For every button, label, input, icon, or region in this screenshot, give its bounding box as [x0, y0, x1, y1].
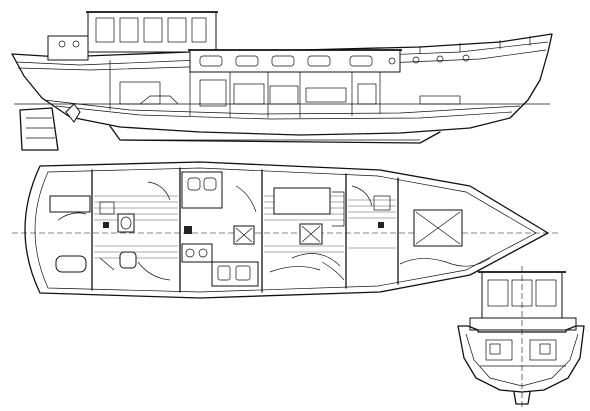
- section-view: [457, 266, 585, 410]
- plan-saloon: [233, 187, 345, 273]
- profile-interior: [109, 60, 461, 118]
- plan-fitting-3: [378, 222, 384, 228]
- profile-deckhouse-windows: [199, 54, 470, 67]
- plan-aft-hatch: [99, 201, 115, 215]
- plan-washbasin: [119, 251, 137, 269]
- section-deck: [469, 317, 577, 331]
- plan-view: [12, 161, 560, 299]
- plan-bulkheads: [91, 167, 399, 293]
- profile-wheelhouse-windows: [95, 17, 207, 43]
- profile-aft-port: [58, 40, 66, 48]
- plan-forward-cabin: [373, 195, 491, 267]
- profile-stanchions: [419, 36, 531, 54]
- profile-aft-port-2: [72, 40, 80, 48]
- plan-sole-hatch: [94, 195, 396, 259]
- plan-fitting-1: [184, 226, 192, 234]
- profile-rudder: [19, 107, 59, 151]
- plan-aft-settee: [55, 255, 87, 273]
- plan-aft-berth: [49, 195, 91, 213]
- plan-fitting-2: [103, 222, 109, 228]
- profile-propeller: [65, 103, 81, 123]
- profile-boot-top-2: [55, 105, 513, 120]
- plan-hull-inner: [34, 167, 537, 293]
- profile-aft-house: [47, 35, 89, 61]
- profile-wheelhouse: [87, 11, 217, 53]
- plan-galley: [181, 171, 259, 287]
- section-interior: [480, 339, 566, 367]
- plan-head-toilet: [120, 216, 132, 230]
- plan-head: [117, 213, 135, 233]
- profile-keel: [109, 125, 441, 144]
- plan-hull-outer: [24, 161, 549, 299]
- section-hull: [457, 325, 585, 393]
- profile-boot-top: [43, 99, 521, 115]
- profile-deckhouse: [189, 49, 401, 73]
- profile-view: [11, 11, 553, 151]
- plan-door-swings: [57, 181, 373, 281]
